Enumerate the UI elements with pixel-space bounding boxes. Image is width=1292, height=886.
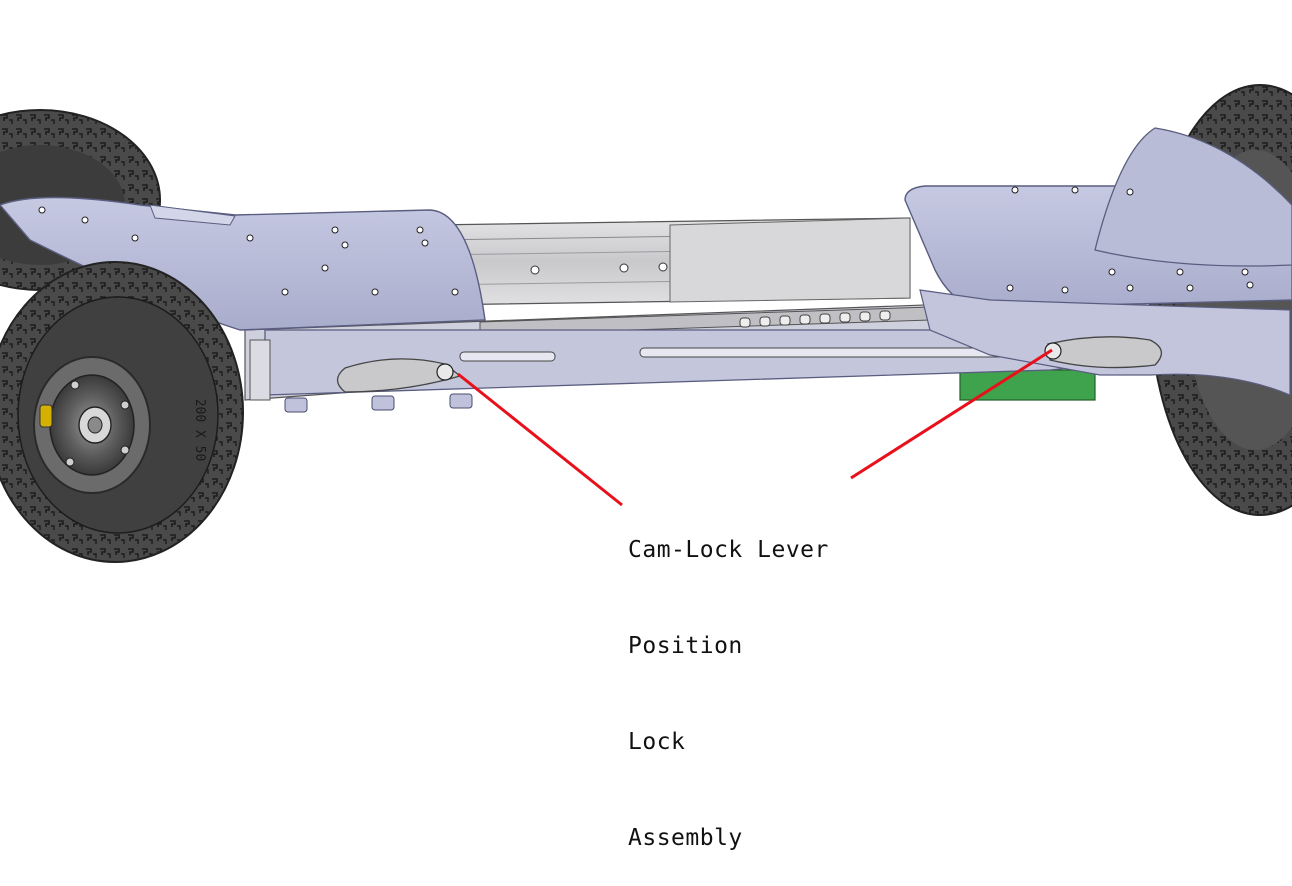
cam-lock-lever-icon (1044, 336, 1162, 369)
cam-lock-lever-icon (336, 358, 462, 393)
callout-line-2: Position (628, 633, 743, 659)
mounting-tabs (284, 393, 473, 413)
leader-line-left (457, 372, 623, 507)
callout-line-1: Cam-Lock Lever (628, 537, 829, 563)
skateboard-chassis-diagram: 200 X 50 (0, 84, 1292, 563)
wheel-icon (33, 356, 151, 494)
leader-line-right (850, 348, 1053, 480)
callout-line-4: Assembly (628, 825, 743, 851)
tire-marking: 200 X 50 (192, 399, 207, 462)
callout-label: Cam-Lock Lever Position Lock Assembly (628, 470, 829, 886)
battery-box (959, 369, 1096, 401)
extension-rail (429, 217, 911, 306)
callout-line-3: Lock (628, 729, 686, 755)
